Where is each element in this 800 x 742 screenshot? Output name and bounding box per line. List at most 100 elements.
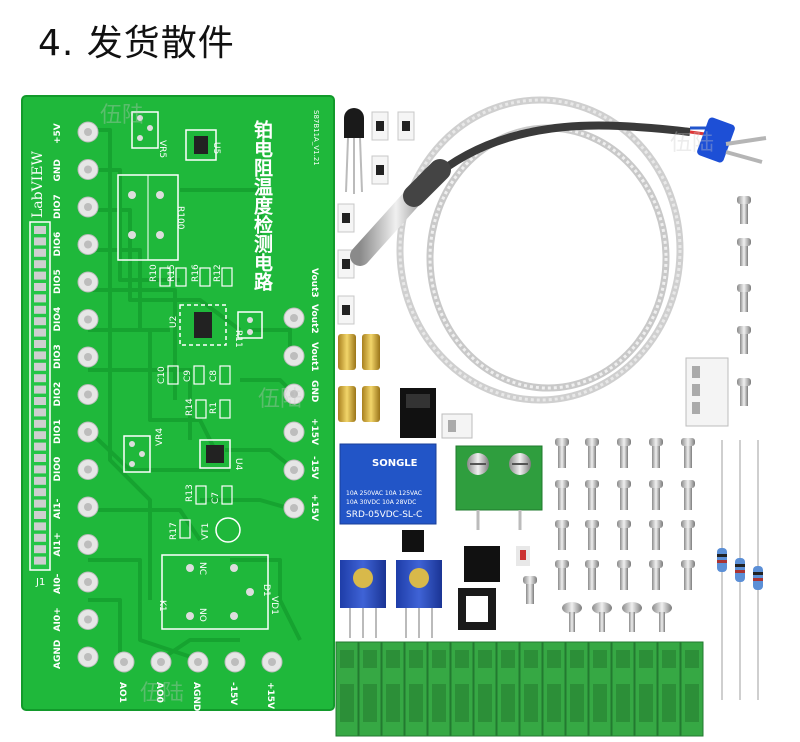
screw: [681, 438, 695, 468]
pin-label: AI1-: [53, 498, 63, 519]
terminal-block: [450, 641, 474, 737]
pin-label: DIO0: [53, 457, 63, 482]
svg-text:伍陆: 伍陆: [140, 681, 184, 706]
ref-u5: U5: [211, 142, 221, 154]
screws: [523, 196, 751, 632]
brass-standoffs: [338, 334, 380, 422]
ref-d1: D1: [261, 584, 271, 597]
pin-label: DIO5: [53, 269, 63, 294]
relay-model: SRD-05VDC-SL-C: [346, 510, 422, 520]
pin-label: GND: [53, 159, 63, 181]
connector-j1-pins: [34, 226, 46, 565]
transistor: [344, 108, 364, 194]
screw: [737, 326, 751, 354]
screw-terminal: [455, 445, 543, 530]
ref-k1: K1: [157, 600, 167, 612]
screw: [523, 576, 537, 604]
pin-label: AI0+: [53, 607, 63, 631]
screw: [585, 560, 599, 590]
ref-c10: C10: [157, 366, 167, 384]
screw: [681, 560, 695, 590]
ref-r11: R11: [233, 330, 243, 348]
pin-label: AGND: [53, 640, 63, 669]
terminal-block: [335, 641, 359, 737]
ref-j1: J1: [35, 577, 45, 588]
screw: [555, 520, 569, 550]
ref-r13: R13: [185, 484, 195, 502]
ref-vr4: VR4: [155, 428, 165, 446]
screw: [737, 196, 751, 224]
relay-songle: SONGLE 10A 250VAC 10A 125VAC 10A 30VDC 1…: [339, 443, 437, 525]
relay-brand: SONGLE: [372, 458, 418, 469]
terminal-block: [542, 641, 566, 737]
screw: [592, 602, 612, 632]
ref-r17: R17: [169, 522, 179, 540]
terminal-block: [519, 641, 543, 737]
relay-line2: 10A 30VDC 10A 28VDC: [346, 499, 416, 506]
pcb-board: LabVIEW J1 +5VGNDDIO7DIO6DIO5DIO4DIO3DIO…: [21, 95, 335, 711]
ref-r100: R100: [175, 206, 185, 230]
white-connectors: [441, 357, 729, 439]
ic-chip: [400, 388, 436, 438]
pin-label: DIO1: [53, 419, 63, 444]
terminal-block: [358, 641, 382, 737]
ref-vr5: VR5: [157, 140, 167, 158]
ref-r15: R15: [167, 264, 177, 282]
pin-label: AI1+: [53, 532, 63, 556]
pin-label: +15V: [265, 682, 275, 709]
terminal-block: [473, 641, 497, 737]
screw: [585, 520, 599, 550]
ref-r12: R12: [213, 264, 223, 282]
terminal-block: [611, 641, 635, 737]
watermark: 伍陆 伍陆 伍陆 伍陆: [100, 103, 714, 706]
ref-r14: R14: [185, 398, 195, 416]
ref-no: NO: [197, 608, 207, 622]
terminal-block: [657, 641, 681, 737]
screw: [681, 520, 695, 550]
pin-label: DIO2: [53, 382, 63, 407]
left-pin-pads: +5VGNDDIO7DIO6DIO5DIO4DIO3DIO2DIO1DIO0AI…: [53, 121, 99, 669]
page-title: 4. 发货散件: [38, 23, 235, 64]
pin-label: DIO4: [53, 307, 63, 332]
pin-label: Vout1: [309, 342, 319, 372]
terminal-block: [381, 641, 405, 737]
ref-vt1: VT1: [201, 523, 211, 540]
terminal-strip: [335, 641, 704, 737]
ref-c9: C9: [183, 370, 193, 382]
svg-text:伍陆: 伍陆: [258, 387, 302, 412]
pin-label: AO1: [117, 682, 127, 703]
terminal-block: [404, 641, 428, 737]
screw: [555, 438, 569, 468]
ref-u2: U2: [169, 316, 179, 328]
pin-label: +15V: [309, 494, 319, 521]
screw: [737, 378, 751, 406]
pin-label: DIO6: [53, 232, 63, 257]
terminal-block: [496, 641, 520, 737]
terminal-block: [427, 641, 451, 737]
terminal-block: [588, 641, 612, 737]
svg-text:伍陆: 伍陆: [670, 131, 714, 156]
version-label: S87B11A_V1.21: [312, 110, 320, 166]
terminal-block: [634, 641, 658, 737]
ref-c8: C8: [209, 370, 219, 382]
ref-nc: NC: [197, 562, 207, 575]
pin-label: -15V: [228, 682, 238, 705]
trim-potentiometers: [340, 560, 442, 638]
ref-r10: R10: [149, 264, 159, 282]
small-ics: [402, 530, 530, 630]
ref-vd1: VD1: [269, 596, 279, 615]
terminal-block: [565, 641, 589, 737]
screw: [649, 520, 663, 550]
relay-line1: 10A 250VAC 10A 125VAC: [346, 490, 422, 497]
terminal-block: [680, 641, 704, 737]
screw: [555, 560, 569, 590]
pin-label: -15V: [309, 456, 319, 479]
screw: [649, 560, 663, 590]
pin-label: AGND: [191, 682, 201, 711]
screw: [562, 602, 582, 632]
pin-label: GND: [309, 380, 319, 402]
pin-label: AI0-: [53, 573, 63, 594]
screw: [649, 480, 663, 510]
